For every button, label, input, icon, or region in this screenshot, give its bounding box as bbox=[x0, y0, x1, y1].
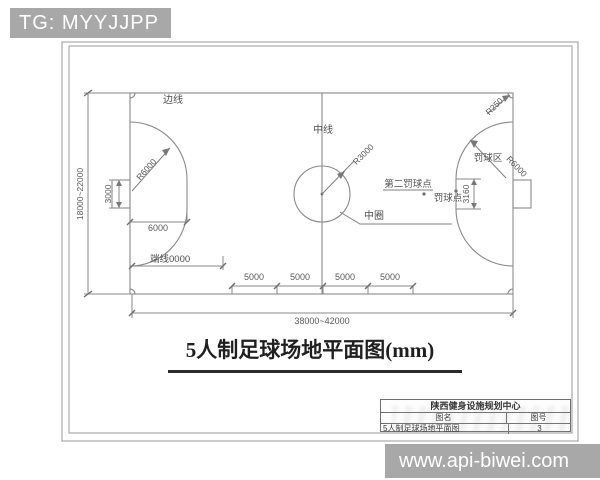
right-goal bbox=[512, 179, 532, 209]
r250-text: R250 bbox=[484, 95, 506, 117]
dim-5000-text-1: 5000 bbox=[244, 272, 264, 282]
dim-5000-text-4: 5000 bbox=[380, 272, 400, 282]
r6000-right-text: R6000 bbox=[504, 154, 529, 179]
title-block-org: 陕西健身设施规划中心 bbox=[381, 400, 570, 413]
title-block: 陕西健身设施规划中心 图名 图号 5人制足球场地平面图 3 bbox=[380, 399, 571, 434]
sheet-border-inner bbox=[68, 45, 573, 434]
leader-lines bbox=[131, 94, 511, 225]
r6000-left-arrow bbox=[162, 148, 170, 156]
sheet-border-outer bbox=[61, 41, 579, 442]
side-line-label: 边线 bbox=[163, 93, 183, 106]
end-line-dim-text: 0000 bbox=[169, 254, 190, 265]
left-penalty-arc bbox=[129, 121, 188, 267]
center-circle-label: 中圈 bbox=[364, 209, 384, 222]
drawing-title: 5人制足球场地平面图(mm) bbox=[185, 338, 435, 362]
dim-goal-text: 3000 bbox=[103, 184, 113, 203]
r6000-right-leader bbox=[469, 139, 507, 179]
corner-arc-tl bbox=[129, 92, 136, 99]
pitch-lines bbox=[111, 92, 532, 295]
field-labels: 边线 中线 中圈 第二罚球点 罚球点 罚球区 端线0000 bbox=[150, 93, 503, 265]
dim-6000-text: 6000 bbox=[148, 223, 168, 233]
r250-arrow bbox=[502, 95, 510, 102]
r3000-leader bbox=[321, 160, 355, 195]
r6000-left-leader bbox=[131, 147, 171, 192]
dim-width-text: 38000~42000 bbox=[294, 316, 349, 326]
point-marks bbox=[320, 189, 458, 196]
r6000-left-text: R6000 bbox=[134, 156, 158, 182]
dim-height-text: 18000~22000 bbox=[75, 168, 85, 221]
website-banner: www.api-biwei.com bbox=[385, 444, 600, 478]
r3000-text: R3000 bbox=[351, 142, 376, 167]
title-block-drawing-number: 3 bbox=[537, 424, 542, 433]
dim-5000-text-2: 5000 bbox=[290, 272, 310, 282]
leader-arrowheads bbox=[162, 95, 510, 179]
right-penalty-arc bbox=[455, 121, 514, 267]
second-penalty-label: 第二罚球点 bbox=[384, 178, 432, 190]
corner-arc-br bbox=[507, 288, 514, 295]
penalty-spot bbox=[454, 189, 458, 193]
dimension-arrowheads bbox=[116, 179, 477, 209]
sheet-border bbox=[61, 41, 579, 442]
title-block-number-label: 图号 bbox=[530, 413, 547, 422]
center-circle-leader bbox=[339, 211, 452, 225]
center-circle bbox=[293, 165, 351, 223]
title-block-drawing-name: 5人制足球场地平面图 bbox=[381, 424, 509, 434]
second-penalty-spot bbox=[422, 192, 426, 196]
title-block-name-label: 图名 bbox=[381, 413, 507, 423]
penalty-point-label: 罚球点 bbox=[434, 192, 463, 204]
dim-3160-text: 3160 bbox=[461, 184, 471, 203]
corner-arc-tr bbox=[507, 92, 514, 99]
dimension-texts: 18000~22000 3000 6000 3160 5000 5000 500… bbox=[75, 95, 529, 326]
r3000-arrow bbox=[337, 171, 345, 179]
drawing-title-underline bbox=[168, 370, 462, 373]
dimension-ticks bbox=[83, 89, 517, 317]
center-line-label: 中线 bbox=[313, 123, 333, 136]
dim-5000-text-3: 5000 bbox=[335, 272, 355, 282]
penalty-area-label: 罚球区 bbox=[474, 152, 503, 164]
telegram-badge: TG: MYYJJPP bbox=[10, 8, 171, 38]
end-line-label-text: 端线 bbox=[150, 253, 170, 265]
end-line-label: 端线0000 bbox=[150, 253, 190, 265]
corner-arc-bl bbox=[129, 288, 136, 295]
dimension-lines bbox=[84, 92, 514, 318]
r6000-right-arrow bbox=[470, 140, 478, 148]
